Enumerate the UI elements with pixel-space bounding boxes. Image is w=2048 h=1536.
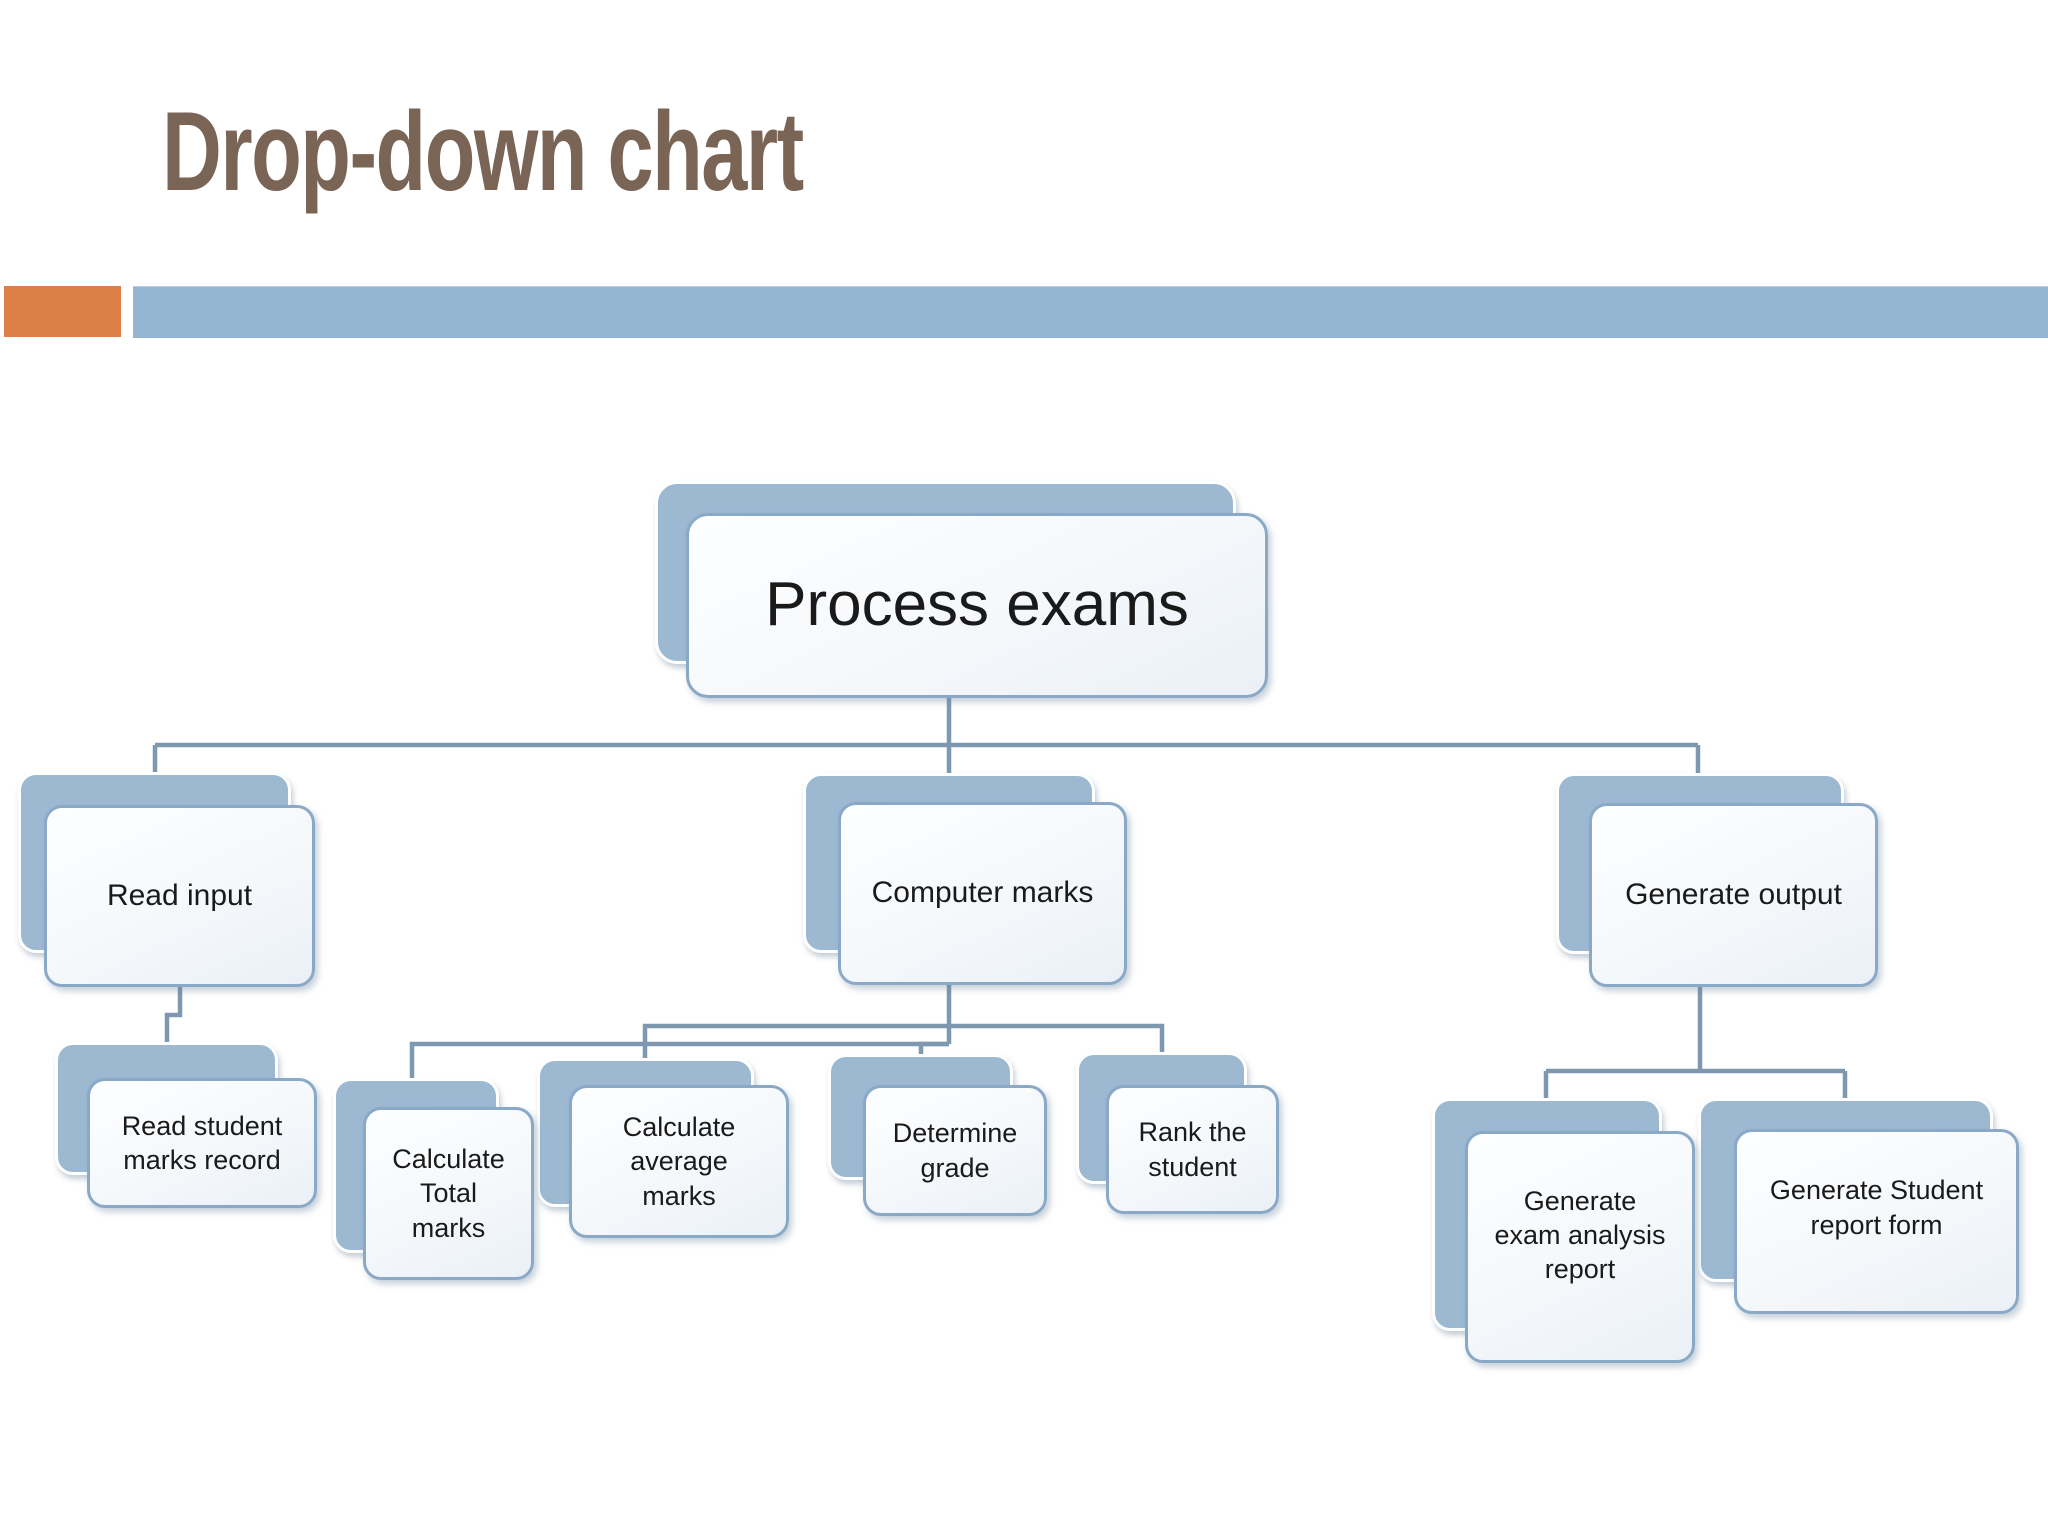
node-rank-student: Rank the student: [1106, 1085, 1279, 1214]
node-computer-marks-label: Computer marks: [871, 876, 1094, 910]
accent-bar-orange: [4, 286, 121, 337]
node-det-grade: Determine grade: [863, 1085, 1047, 1216]
node-calc-avg-line1: Calculate: [622, 1112, 736, 1143]
node-gen-exam: Generate exam analysis report: [1465, 1131, 1695, 1363]
node-calc-total-line2: Total: [419, 1178, 478, 1209]
accent-bar-blue: [133, 286, 2048, 338]
node-gen-report: Generate Student report form: [1734, 1129, 2019, 1314]
node-rank-student-line1: Rank the: [1138, 1117, 1247, 1148]
node-det-grade-line2: grade: [920, 1152, 990, 1183]
node-gen-exam-line1: Generate: [1523, 1185, 1637, 1216]
node-process-exams-label: Process exams: [765, 570, 1189, 640]
node-calc-total-line1: Calculate: [392, 1144, 505, 1175]
node-generate-output: Generate output: [1589, 803, 1878, 987]
node-calc-avg-line3: marks: [642, 1180, 716, 1211]
node-read-input: Read input: [44, 805, 315, 987]
node-read-student-line1: Read student: [121, 1110, 283, 1141]
node-det-grade-line1: Determine: [892, 1118, 1018, 1149]
page-title: Drop-down chart: [162, 89, 804, 214]
node-rank-student-line2: student: [1148, 1151, 1237, 1182]
node-calc-avg-line2: average: [630, 1146, 728, 1177]
node-calc-avg: Calculate average marks: [569, 1085, 789, 1238]
node-computer-marks: Computer marks: [838, 802, 1127, 985]
node-gen-exam-line2: exam analysis: [1494, 1219, 1666, 1250]
node-read-student-line2: marks record: [123, 1145, 281, 1175]
node-read-student: Read student marks record: [87, 1078, 317, 1208]
node-generate-output-label: Generate output: [1625, 877, 1842, 911]
node-calc-total: Calculate Total marks: [363, 1107, 534, 1280]
node-gen-exam-line3: report: [1544, 1254, 1616, 1285]
node-gen-report-line2: report form: [1810, 1209, 1943, 1240]
node-calc-total-line3: marks: [411, 1212, 486, 1243]
node-gen-report-line1: Generate Student: [1769, 1175, 1984, 1206]
node-process-exams: Process exams: [686, 513, 1268, 698]
node-read-input-label: Read input: [106, 878, 253, 912]
